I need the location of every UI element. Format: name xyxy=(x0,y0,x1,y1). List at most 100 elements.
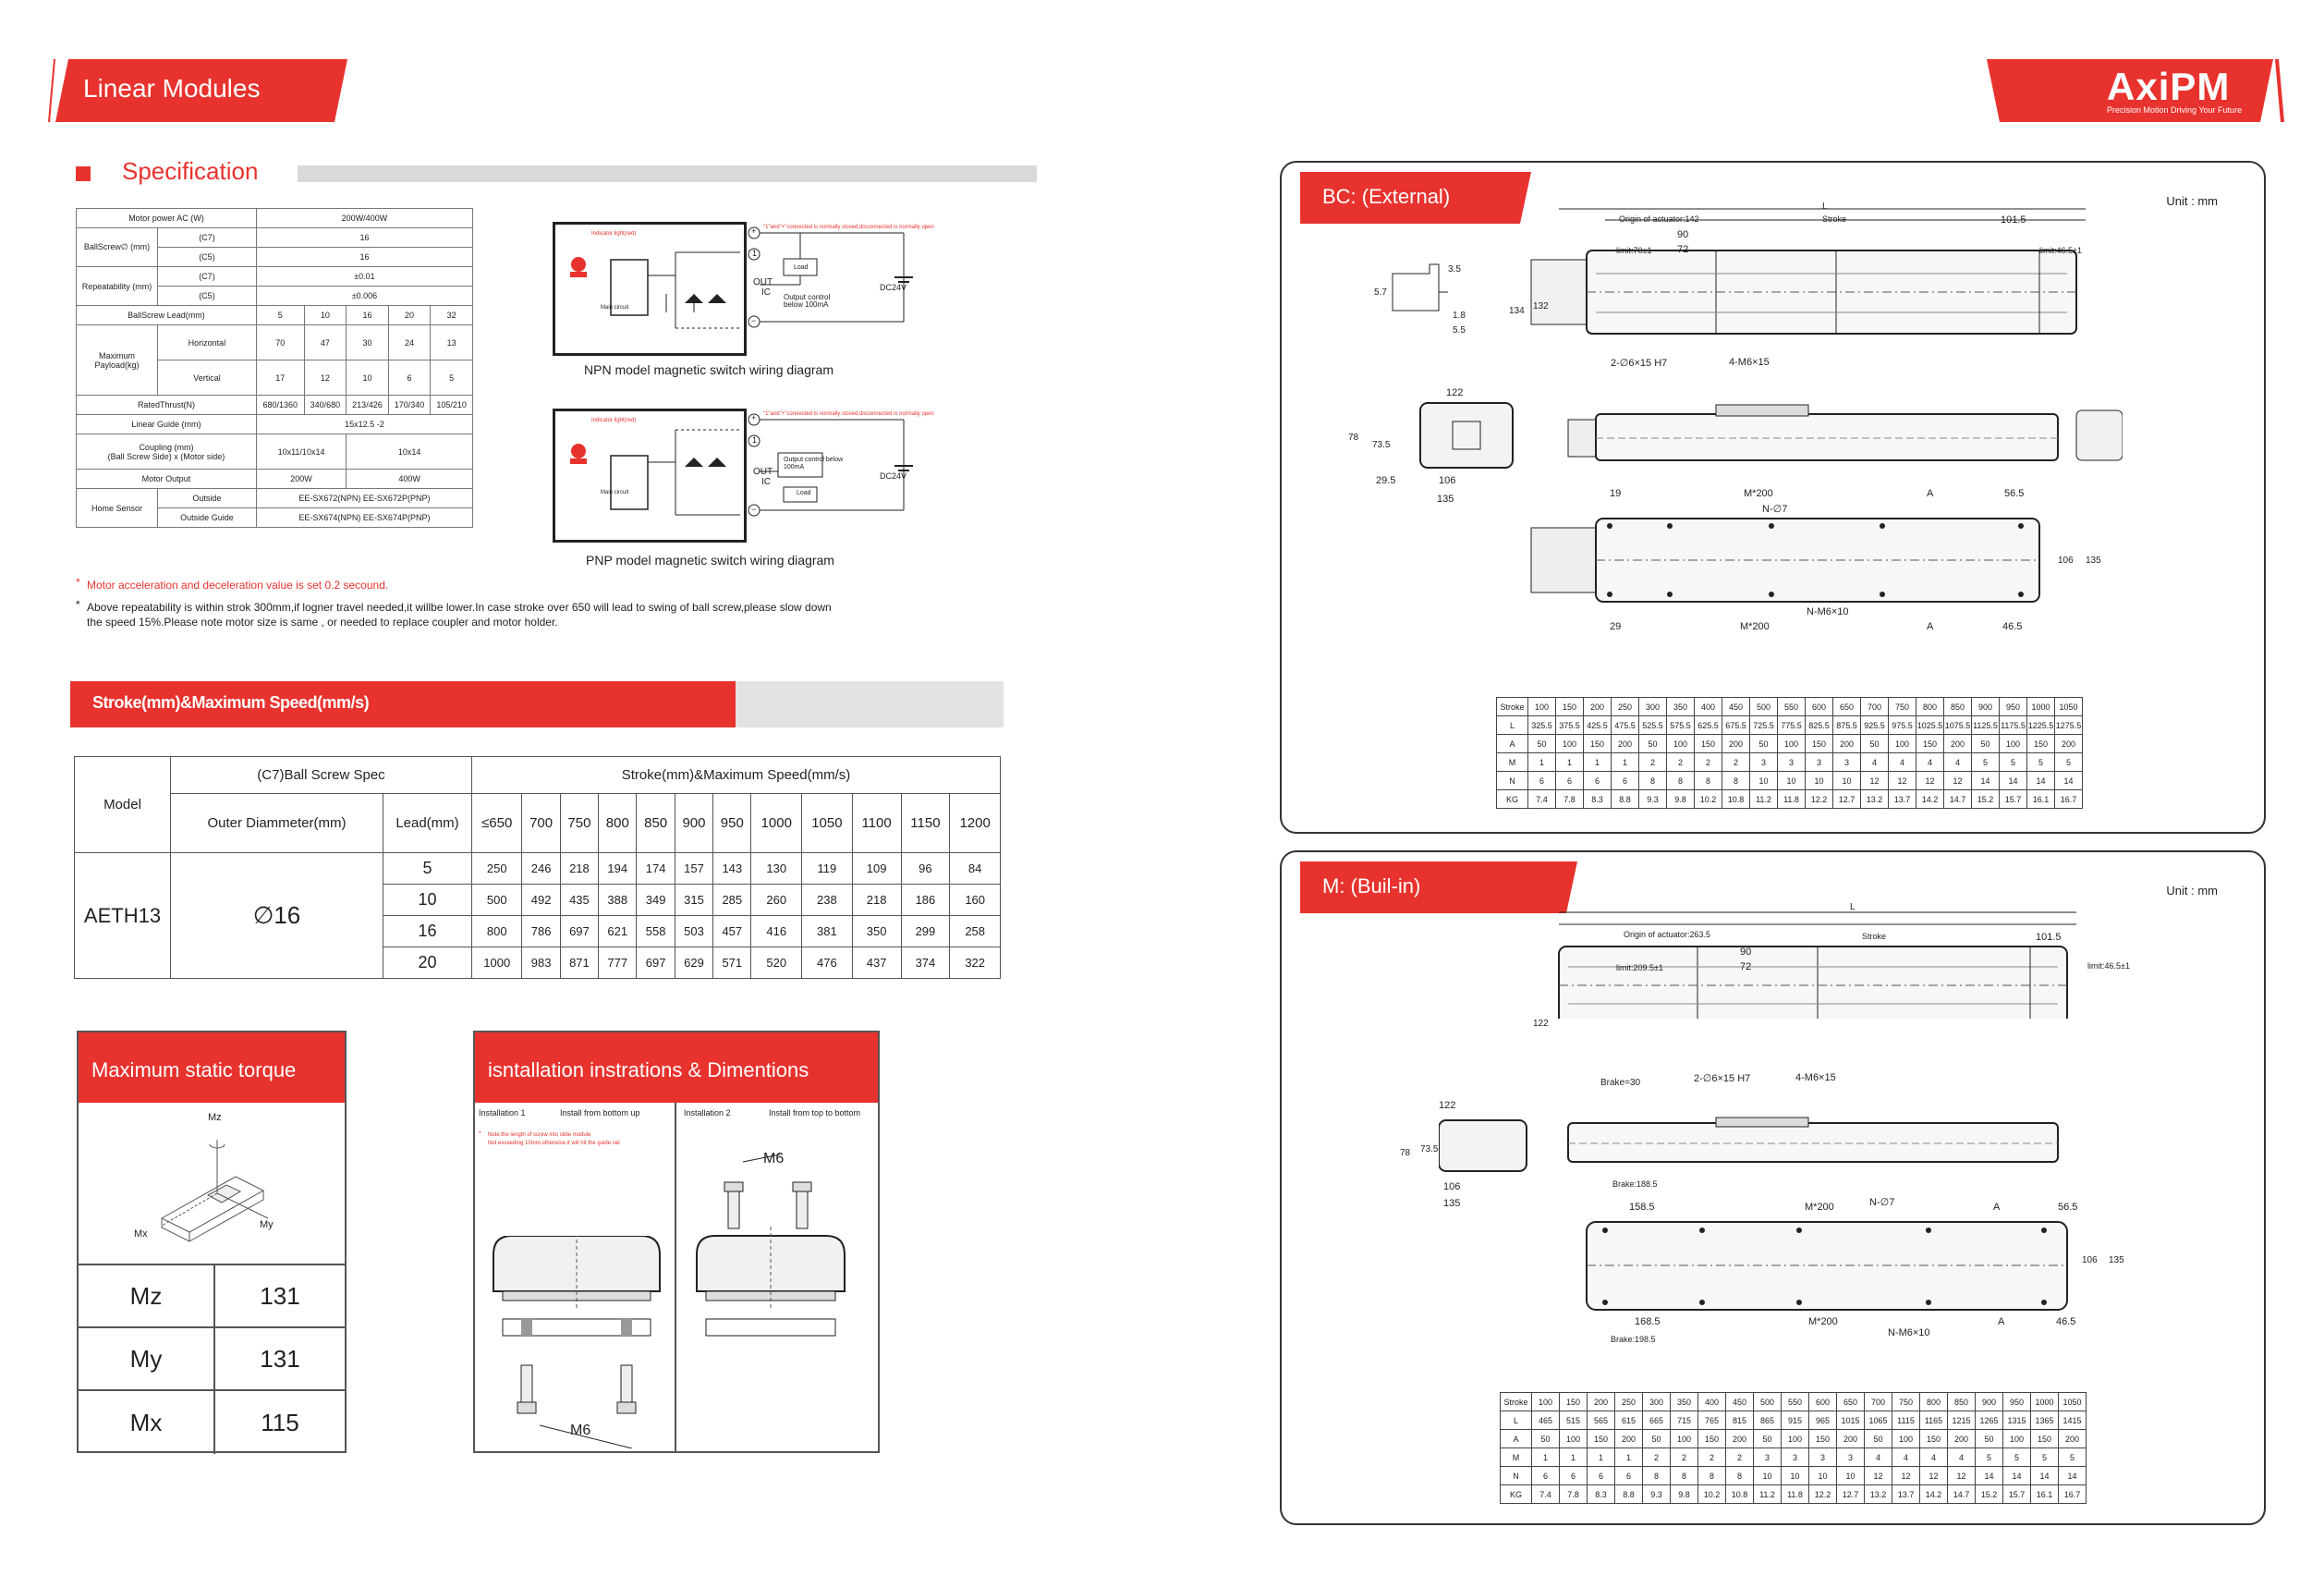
spec-value: ±0.006 xyxy=(255,286,474,306)
dim-cell: 475.5 xyxy=(1611,715,1639,735)
m-A-bottom: A xyxy=(1998,1316,2005,1327)
spec-cell: 47 xyxy=(303,324,347,360)
bc-m200-bottom: M*200 xyxy=(1740,621,1770,632)
dim-row-label: L xyxy=(1496,715,1528,735)
speed-value-cell: 194 xyxy=(598,852,638,885)
npn-dc-label: DC24V xyxy=(880,283,907,292)
m-h122: 122 xyxy=(1533,1019,1549,1029)
m-w106: 106 xyxy=(1443,1181,1461,1192)
dim-cell: 10 xyxy=(1805,771,1833,790)
m-brake-188: Brake:188.5 xyxy=(1612,1179,1658,1189)
dim-header-cell: Stroke xyxy=(1496,697,1528,716)
dim-cell: 515 xyxy=(1559,1411,1588,1430)
dim-cell: 150 xyxy=(1697,1429,1726,1448)
dim-cell: 2 xyxy=(1670,1448,1698,1467)
dim-cell: 100 xyxy=(1559,1429,1588,1448)
dim-cell: 3 xyxy=(1753,1448,1782,1467)
dim-cell: 825.5 xyxy=(1805,715,1833,735)
dim-cell: 7.8 xyxy=(1555,789,1584,809)
section-bullet-icon xyxy=(76,166,91,181)
dim-cell: 14.7 xyxy=(1947,1484,1976,1504)
dim-cell: 3 xyxy=(1805,752,1833,772)
stroke-header-cell: 750 xyxy=(559,793,600,853)
dim-row-label: N xyxy=(1500,1466,1532,1485)
dim-cell: 5 xyxy=(2026,752,2055,772)
speed-value-cell: 416 xyxy=(750,915,803,947)
dim-header-cell: 850 xyxy=(1947,1392,1976,1411)
spec-sublabel: Outside xyxy=(157,488,257,508)
bc-d56-5: 56.5 xyxy=(2004,488,2025,499)
dim-cell: 12.2 xyxy=(1808,1484,1837,1504)
dim-cell: 4 xyxy=(1916,752,1944,772)
dim-row-label: M xyxy=(1496,752,1528,772)
m-width-122: 122 xyxy=(1439,1100,1456,1111)
dim-cell: 5 xyxy=(2054,752,2083,772)
speed-value-cell: 503 xyxy=(674,915,714,947)
logo-bar: AxiPM Precision Motion Driving Your Futu… xyxy=(1987,59,2273,122)
dim-cell: 4 xyxy=(1860,752,1889,772)
bc-limit-70: limit:70±1 xyxy=(1616,246,1652,255)
dim-cell: 12 xyxy=(1943,771,1972,790)
pnp-output-schematic xyxy=(748,413,913,517)
dim-cell: 8.8 xyxy=(1614,1484,1643,1504)
dim-cell: 200 xyxy=(1836,1429,1865,1448)
dim-cell: 2 xyxy=(1722,752,1750,772)
dim-cell: 200 xyxy=(2058,1429,2087,1448)
dim-cell: 10.8 xyxy=(1722,789,1750,809)
spec-label: Motor power AC (W) xyxy=(76,208,257,228)
dim-cell: 10 xyxy=(1832,771,1861,790)
dim-cell: 1275.5 xyxy=(2054,715,2083,735)
speed-model-header: Model xyxy=(74,756,171,853)
dim-cell: 16.1 xyxy=(2030,1484,2059,1504)
dim-cell: 12 xyxy=(1864,1466,1892,1485)
pnp-load-label: Load xyxy=(797,490,811,496)
spec-label: Motor Output xyxy=(76,469,257,489)
dim-cell: 565 xyxy=(1587,1411,1615,1430)
stroke-header-cell: 1200 xyxy=(949,793,1001,853)
spec-cell: 20 xyxy=(387,305,432,325)
dim-cell: 15.2 xyxy=(1971,789,2000,809)
speed-outer-header: Outer Diammeter(mm) xyxy=(170,793,383,853)
dim-cell: 2 xyxy=(1638,752,1667,772)
dim-cell: 865 xyxy=(1753,1411,1782,1430)
m-h78: 78 xyxy=(1400,1148,1411,1158)
dim-header-cell: 1050 xyxy=(2058,1392,2087,1411)
bc-unit: Unit : mm xyxy=(2166,194,2218,208)
m-h73-5: 73.5 xyxy=(1420,1144,1439,1154)
m-origin: Origin of actuator:263.5 xyxy=(1624,930,1711,939)
npn-plus-terminal: + xyxy=(751,226,757,236)
npn-1-terminal: 1 xyxy=(752,249,758,258)
pnp-note: "1"and"+"connected is normally closed,di… xyxy=(763,411,934,417)
m-side-view-drawing xyxy=(1439,1117,2059,1172)
bc-side-view-drawing xyxy=(1419,402,2123,469)
torque-value: 131 xyxy=(260,1281,300,1310)
dim-cell: 16.7 xyxy=(2054,789,2083,809)
dim-cell: 5 xyxy=(1975,1448,2003,1467)
dim-cell: 100 xyxy=(1670,1429,1698,1448)
dim-header-cell: 1000 xyxy=(2026,697,2055,716)
speed-value-cell: 349 xyxy=(636,884,675,916)
dim-cell: 100 xyxy=(1555,734,1584,753)
m-bottom-view-drawing xyxy=(1586,1221,2068,1311)
npn-output-control: Output control below 100mA xyxy=(784,293,831,309)
dim-header-cell: 900 xyxy=(1975,1392,2003,1411)
speed-value-cell: 388 xyxy=(598,884,638,916)
dim-cell: 6 xyxy=(1614,1466,1643,1485)
dim-header-cell: 150 xyxy=(1559,1392,1588,1411)
spec-value: 16 xyxy=(255,227,474,248)
speed-spec-header: (C7)Ball Screw Spec xyxy=(170,756,472,794)
dim-cell: 6 xyxy=(1611,771,1639,790)
dim-cell: 5 xyxy=(2058,1448,2087,1467)
m-nm6: N-M6×10 xyxy=(1888,1327,1930,1338)
dim-header-cell: 650 xyxy=(1832,697,1861,716)
speed-value-cell: 381 xyxy=(801,915,853,947)
spec-value: 16 xyxy=(255,247,474,267)
spec-cell: 5 xyxy=(255,305,305,325)
dim-cell: 875.5 xyxy=(1832,715,1861,735)
footnote-star: * xyxy=(76,598,80,611)
spec-value: 10x14 xyxy=(346,434,473,470)
dim-cell: 3 xyxy=(1836,1448,1865,1467)
dim-cell: 50 xyxy=(1971,734,2000,753)
npn-out-label: OUT xyxy=(753,277,773,287)
